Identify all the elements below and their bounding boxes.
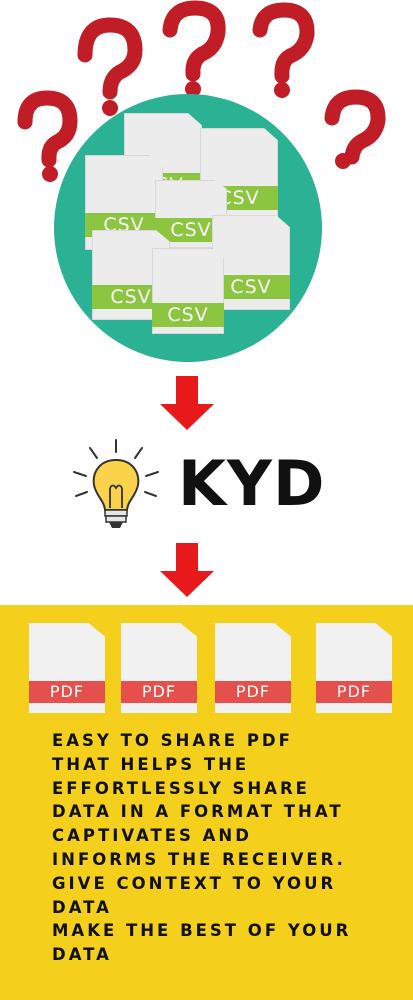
description-line: DATA IN A FORMAT THAT — [52, 802, 344, 821]
pdf-label: PDF — [121, 681, 197, 703]
description-line: GIVE CONTEXT TO YOUR — [52, 874, 337, 893]
description-line: DATA — [52, 898, 112, 917]
csv-file-icon: CSV — [152, 248, 224, 334]
description-line: MAKE THE BEST OF YOUR — [52, 921, 352, 940]
brand-name: KYD — [178, 447, 326, 520]
pdf-label: PDF — [29, 681, 105, 703]
csv-confusion-illustration: CSV CSV CSV CSV CSV CSV CSV — [0, 0, 413, 365]
brand — [70, 438, 370, 530]
info-panel: PDF PDF PDF PDF EASY TO SHARE PDF THAT H… — [0, 605, 413, 1000]
pdf-label: PDF — [215, 681, 291, 703]
pdf-file-icon: PDF — [121, 623, 197, 713]
pdf-file-icon: PDF — [215, 623, 291, 713]
down-arrow-icon — [160, 376, 214, 430]
pdf-label: PDF — [316, 681, 392, 703]
description-line: DATA — [52, 945, 112, 964]
lightbulb-icon — [73, 439, 159, 528]
description-line: INFORMS THE RECEIVER. — [52, 850, 346, 869]
description-line: EFFORTLESSLY SHARE — [52, 779, 310, 798]
question-mark-icon — [17, 90, 78, 168]
csv-file-icon: CSV — [212, 215, 290, 310]
question-mark-icon — [252, 2, 315, 84]
question-mark-icon — [324, 89, 386, 165]
question-mark-icon — [162, 0, 226, 82]
description-line: CAPTIVATES AND — [52, 826, 252, 845]
pdf-file-icon: PDF — [29, 623, 105, 713]
question-mark-icon — [77, 17, 143, 100]
down-arrow-icon — [160, 543, 214, 597]
description-line: THAT HELPS THE — [52, 755, 250, 774]
csv-label: CSV — [152, 303, 224, 327]
pdf-file-icon: PDF — [316, 623, 392, 713]
description-line: EASY TO SHARE PDF — [52, 731, 293, 750]
csv-label: CSV — [212, 275, 290, 299]
